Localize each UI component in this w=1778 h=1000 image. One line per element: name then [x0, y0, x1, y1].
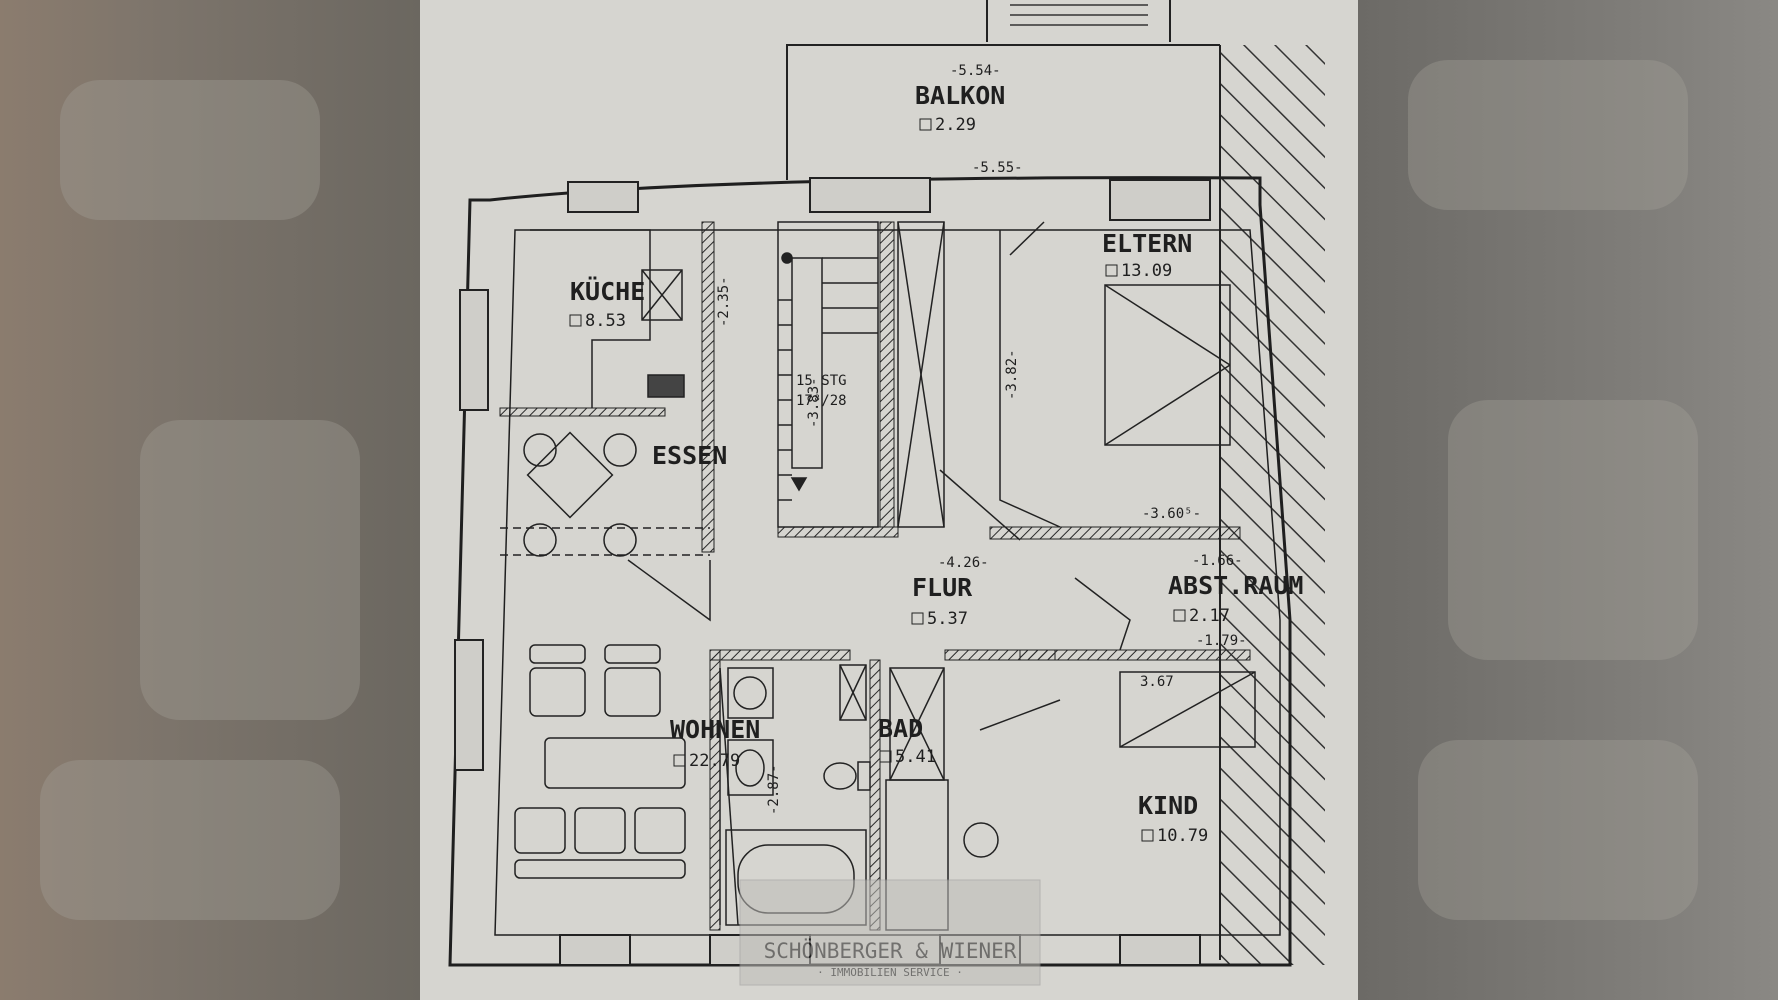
- area-box-icon: [1173, 609, 1186, 622]
- area-box-icon: [1105, 264, 1118, 277]
- room-name-flur: FLUR: [912, 573, 973, 602]
- area-box-icon: [569, 314, 582, 327]
- area-box-icon: [879, 750, 892, 763]
- dim-eltern-width: -3.60⁵-: [1142, 506, 1201, 522]
- dim-wohnen-height: -2.87-: [766, 764, 782, 815]
- staircase: [777, 221, 945, 528]
- area-box-icon: [919, 118, 932, 131]
- room-name-kind: KIND: [1138, 791, 1198, 820]
- room-name-eltern: ELTERN: [1102, 229, 1192, 258]
- balcony-outline: [786, 44, 1220, 180]
- stair-top-left-edge: [986, 0, 1171, 42]
- living-furniture: [514, 644, 686, 879]
- room-area-eltern: 13.09: [1121, 261, 1172, 281]
- dimension-labels: -5.54- -5.55- -2.35- -3.83- -3.82- -3.60…: [716, 63, 1247, 815]
- room-area-wohnen: 22.79: [689, 751, 740, 771]
- blurred-background-right: [1358, 0, 1778, 1000]
- dim-abst-top: -1.66-: [1192, 553, 1243, 569]
- interior-walls: [499, 221, 1251, 931]
- room-name-kueche: KÜCHE: [570, 276, 645, 306]
- watermark-company-name: SCHÖNBERGER & WIENER: [764, 938, 1017, 963]
- floor-plan-paper: BALKON 2.29 KÜCHE 8.53 ESSEN FLUR 5.37 E…: [420, 0, 1358, 1000]
- watermark: SCHÖNBERGER & WIENER · IMMOBILIEN SERVIC…: [739, 879, 1041, 986]
- room-name-wohnen: WOHNEN: [670, 715, 760, 744]
- dim-flur-width: -4.26-: [938, 555, 989, 571]
- door-swings: [627, 469, 1131, 651]
- dim-balkon-bottom: -5.55-: [972, 160, 1023, 176]
- dim-corridor-height: -3.83-: [806, 377, 822, 428]
- bed: [999, 221, 1231, 528]
- kitchen-cabinets: [530, 229, 685, 408]
- stair-annotation: 15 STG 17⁸/28: [796, 373, 847, 409]
- dining-set: [500, 431, 710, 557]
- room-name-bad: BAD: [878, 714, 923, 743]
- floor-plan-drawing: BALKON 2.29 KÜCHE 8.53 ESSEN FLUR 5.37 E…: [448, 0, 1325, 986]
- watermark-company-service: · IMMOBILIEN SERVICE ·: [817, 966, 963, 979]
- room-area-bad: 5.41: [895, 747, 936, 767]
- window-openings: [454, 177, 1211, 966]
- room-name-abst-raum: ABST.RAUM: [1168, 571, 1303, 600]
- area-box-icon: [911, 612, 924, 625]
- room-area-flur: 5.37: [927, 609, 968, 629]
- room-area-kueche: 8.53: [585, 311, 626, 331]
- blurred-background-left: [0, 0, 420, 1000]
- dim-balkon-top: -5.54-: [950, 63, 1001, 79]
- room-area-abst-raum: 2.17: [1189, 606, 1230, 626]
- stair-steps-label: 15 STG: [796, 373, 847, 389]
- area-box-icon: [673, 754, 686, 767]
- dim-kueche-height: -2.35-: [716, 276, 732, 327]
- room-labels: BALKON 2.29 KÜCHE 8.53 ESSEN FLUR 5.37 E…: [569, 81, 1303, 846]
- kind-bed: [979, 671, 1256, 748]
- room-name-essen: ESSEN: [652, 441, 727, 470]
- room-area-kind: 10.79: [1157, 826, 1208, 846]
- neighbour-wall-hatching: [1220, 45, 1325, 965]
- room-area-balkon: 2.29: [935, 115, 976, 135]
- dim-abst-bottom: -1.79-: [1196, 633, 1247, 649]
- dim-stair-height: -3.82-: [1004, 349, 1020, 400]
- room-name-balkon: BALKON: [915, 81, 1005, 110]
- area-box-icon: [1141, 829, 1154, 842]
- dim-kind-width: 3.67: [1140, 674, 1174, 690]
- stair-rise-label: 17⁸/28: [796, 393, 847, 409]
